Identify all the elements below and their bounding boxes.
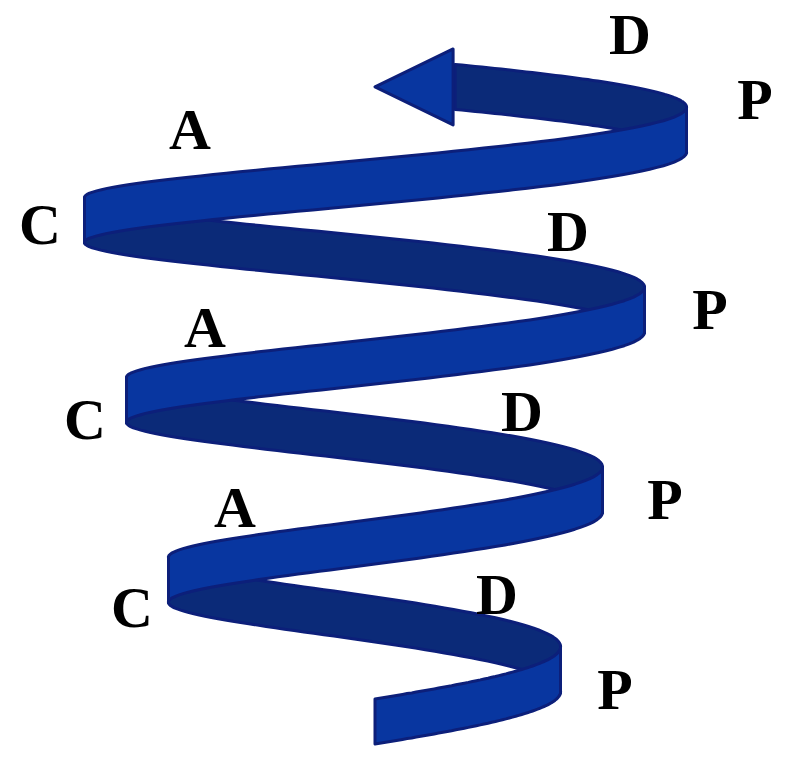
ribbon-front [168, 468, 602, 603]
arrow-head [375, 49, 453, 125]
phase-letter: A [184, 299, 226, 357]
phase-letter: D [609, 6, 651, 64]
phase-letter: A [214, 479, 256, 537]
phase-letter: D [501, 383, 543, 441]
phase-letter: C [64, 391, 106, 449]
phase-letter: C [111, 579, 153, 637]
phase-letter: P [692, 281, 727, 339]
ribbon-front [127, 288, 645, 423]
phase-letter: D [476, 566, 518, 624]
phase-letter: A [169, 101, 211, 159]
phase-letter: D [547, 203, 589, 261]
ribbon-front [375, 648, 561, 744]
phase-letter: P [597, 661, 632, 719]
phase-letter: P [737, 71, 772, 129]
phase-letter: P [647, 471, 682, 529]
phase-letter: C [19, 196, 61, 254]
